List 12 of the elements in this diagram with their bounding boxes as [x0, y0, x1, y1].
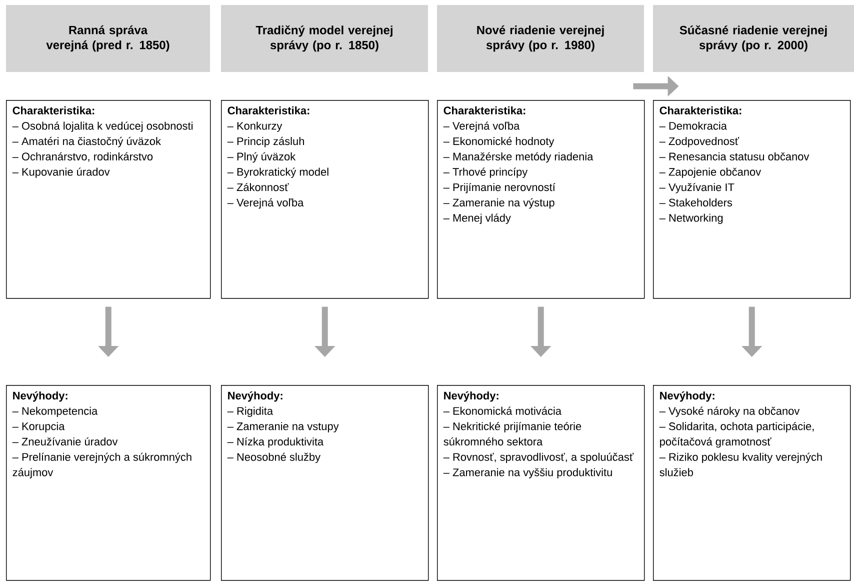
text-box: Charakteristika: – Osobná lojalita k vedúcej osobnosti – Amatéri na čiastočný úväzok – Ochranárstvo, rodinkárstvo – Kupovanie úradov: [6, 100, 211, 299]
header-band: Nové riadenie verejnej správy (po r. 1980): [437, 5, 644, 72]
text-box: Nevýhody: – Rigidita – Zameranie na vstupy – Nízka produktivita – Neosobné služby: [221, 385, 429, 581]
header-band: Tradičný model verejnej správy (po r. 1850): [221, 5, 428, 72]
text-box: Nevýhody: – Ekonomická motivácia – Nekritické prijímanie teórie súkromného sektora – Rovnosť, spravodlivosť, a spoluúčasť – Zameranie na vyššiu produktivitu: [437, 385, 645, 581]
text-box: Charakteristika: – Konkurzy – Princip zásluh – Plný úväzok – Byrokratický model – Zákonnosť – Verejná voľba: [221, 100, 429, 299]
header-band: Ranná správa verejná (pred r. 1850): [6, 5, 210, 72]
text-box: Charakteristika: – Demokracia – Zodpovednosť – Renesancia statusu občanov – Zapojenie občanov – Využívanie IT – Stakeholders – Networking: [653, 100, 851, 299]
header-band: Súčasné riadenie verejnej správy (po r. 2000): [653, 5, 854, 72]
text-box: Nevýhody: – Nekompetencia – Korupcia – Zneužívanie úradov – Prelínanie verejných a súkromných záujmov: [6, 385, 211, 581]
text-box: Nevýhody: – Vysoké nároky na občanov – Solidarita, ochota participácie, počítačová gramotnosť – Riziko poklesu kvality verejných služieb: [653, 385, 851, 581]
text-box: Charakteristika: – Verejná voľba – Ekonomické hodnoty – Manažérske metódy riadenia – Trhové princípy – Prijímanie nerovností – Zameranie na výstup – Menej vlády: [437, 100, 645, 299]
